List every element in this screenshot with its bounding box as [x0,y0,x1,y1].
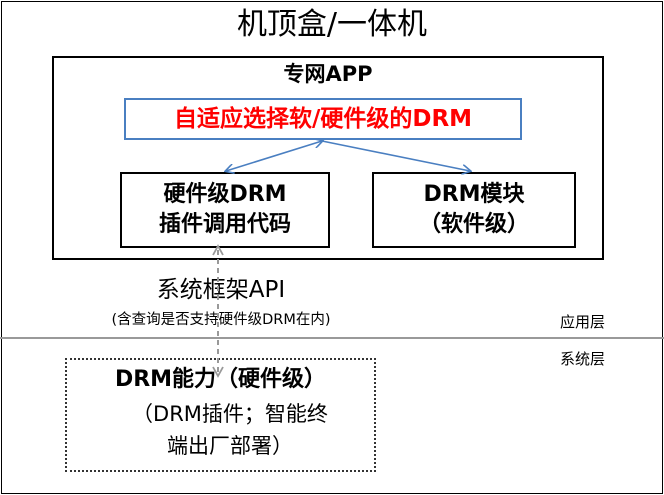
device-title: 机顶盒/一体机 [236,7,428,42]
adaptive-drm-selector: 自适应选择软/硬件级的DRM [124,98,522,140]
drm-capability-detail: （DRM插件；智能终 端出厂部署） [80,398,380,462]
arrow-selector-to-sw [321,140,470,171]
arrow-selector-to-hw [226,141,322,171]
drm-detail-line1: （DRM插件；智能终 [132,402,328,426]
layer-divider [0,337,664,339]
software-drm-module: DRM模块 （软件级） [372,172,576,248]
hw-module-line2: 插件调用代码 [158,212,291,237]
system-layer-label: 系统层 [560,350,606,368]
sw-module-line1: DRM模块 [423,182,525,207]
sw-module-line2: （软件级） [418,212,529,237]
hw-module-line1: 硬件级DRM [163,182,287,207]
app-title: 专网APP [283,62,373,86]
app-container [52,56,604,260]
app-layer-label: 应用层 [560,313,606,331]
drm-detail-line2: 端出厂部署） [167,434,293,458]
